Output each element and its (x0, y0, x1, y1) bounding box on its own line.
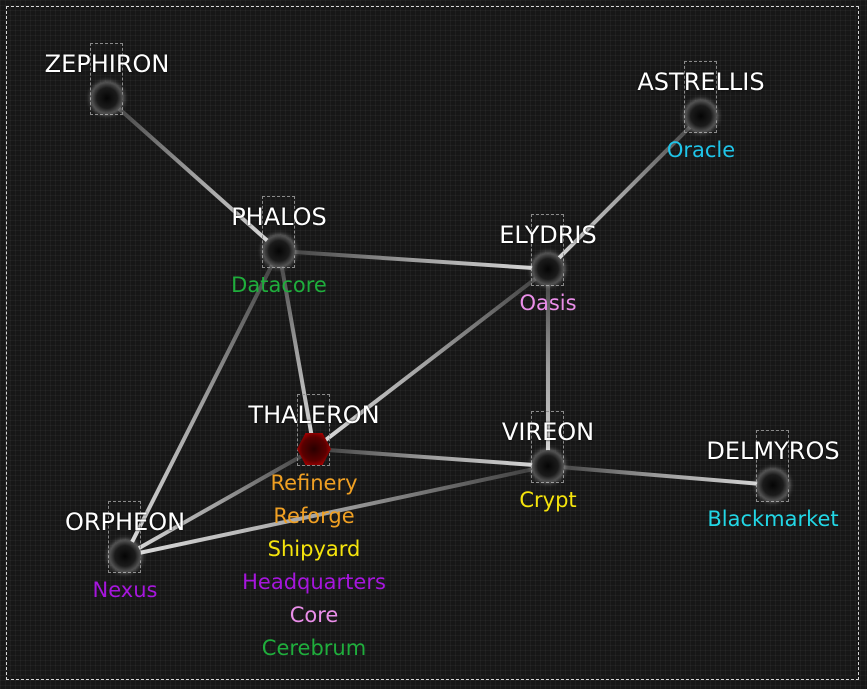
selection-box (756, 430, 789, 502)
hyperlane-vireon-delmyros (546, 464, 775, 487)
hyperlane-zephiron-phalos (105, 96, 281, 253)
selection-box (262, 196, 295, 268)
planet-icon[interactable] (685, 100, 717, 132)
planet-icon[interactable] (532, 253, 564, 285)
selection-box (297, 394, 330, 466)
system-name: DELMYROS (706, 437, 840, 465)
hyperlane-vireon-orpheon (123, 464, 550, 558)
selection-box (531, 411, 564, 483)
system-name: ASTRELLIS (637, 68, 765, 96)
facility-label: Reforge (273, 504, 355, 528)
hyperlane-phalos-orpheon (123, 249, 281, 558)
hyperlane-phalos-thaleron (277, 249, 316, 451)
hyperlane-thaleron-orpheon (123, 447, 316, 558)
hyperlane-astrellis-elydris (546, 114, 703, 271)
planet-icon[interactable] (91, 82, 123, 114)
facility-label: Shipyard (267, 537, 361, 561)
system-name: ORPHEON (64, 508, 186, 536)
system-name: PHALOS (231, 203, 327, 231)
facility-list: Datacore (169, 269, 389, 302)
facility-label: Blackmarket (707, 507, 839, 531)
selection-box (531, 214, 564, 286)
facility-list: Blackmarket (663, 503, 867, 536)
facility-list: Nexus (15, 574, 235, 607)
planet-icon[interactable] (532, 450, 564, 482)
facility-label: Cerebrum (261, 636, 367, 660)
facility-label: Oracle (666, 138, 736, 162)
facility-label: Datacore (231, 273, 327, 297)
hyperlane-thaleron-vireon (312, 447, 550, 468)
system-name: THALERON (248, 401, 380, 429)
facility-list: Oasis (438, 287, 658, 320)
facility-list: Oracle (591, 134, 811, 167)
selection-box (90, 43, 123, 115)
hyperlane-phalos-elydris (277, 249, 550, 271)
planet-icon[interactable] (109, 540, 141, 572)
facility-label: Headquarters (242, 570, 386, 594)
facility-label: Oasis (519, 291, 577, 315)
facility-label: Crypt (519, 488, 577, 512)
hyperlane-elydris-thaleron (312, 267, 550, 451)
planet-icon[interactable] (263, 235, 295, 267)
system-name: VIREON (501, 418, 595, 446)
planet-icon[interactable] (757, 469, 789, 501)
facility-label: Nexus (92, 578, 158, 602)
selection-box (684, 61, 717, 133)
selection-box (108, 501, 141, 573)
facility-label: Refinery (270, 471, 358, 495)
facility-list: Crypt (438, 484, 658, 517)
system-name: ELYDRIS (499, 221, 597, 249)
system-name: ZEPHIRON (44, 50, 170, 78)
facility-label: Core (289, 603, 339, 627)
